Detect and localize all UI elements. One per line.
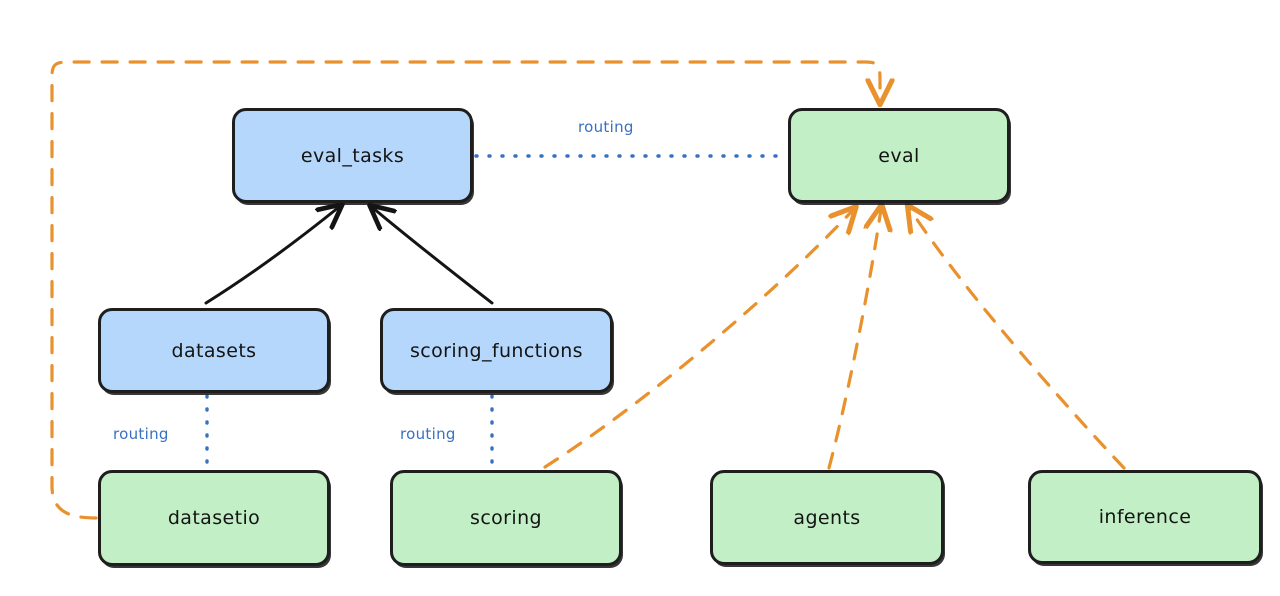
edge-label-routing-eval-tasks-eval: routing	[578, 118, 634, 136]
node-label: inference	[1098, 506, 1192, 528]
node-label: datasets	[171, 339, 257, 362]
edge-agents-to-eval	[827, 209, 881, 470]
node-label: scoring	[470, 507, 542, 529]
node-label: eval_tasks	[300, 144, 405, 167]
edge-inference-to-eval	[910, 209, 1126, 470]
node-label: scoring_functions	[410, 339, 583, 362]
edge-scoring-functions-to-eval-tasks	[373, 208, 494, 305]
edge-label-routing-scoring-functions-scoring: routing	[400, 425, 456, 443]
node-agents[interactable]: agents	[710, 470, 944, 565]
node-eval[interactable]: eval	[788, 108, 1010, 203]
node-scoring[interactable]: scoring	[390, 470, 622, 566]
node-inference[interactable]: inference	[1028, 470, 1262, 564]
node-datasets[interactable]: datasets	[98, 308, 330, 393]
edge-label-routing-datasets-datasetio: routing	[113, 425, 169, 443]
node-datasetio[interactable]: datasetio	[98, 470, 330, 566]
node-label: datasetio	[167, 507, 261, 529]
node-scoring-functions[interactable]: scoring_functions	[380, 308, 613, 393]
edge-scoring-to-eval	[543, 210, 853, 469]
node-label: agents	[793, 506, 861, 529]
node-label: eval	[878, 144, 920, 167]
edge-eval-to-datasetio	[50, 60, 880, 520]
edge-datasets-to-eval-tasks	[204, 207, 339, 305]
node-eval-tasks[interactable]: eval_tasks	[232, 108, 473, 203]
